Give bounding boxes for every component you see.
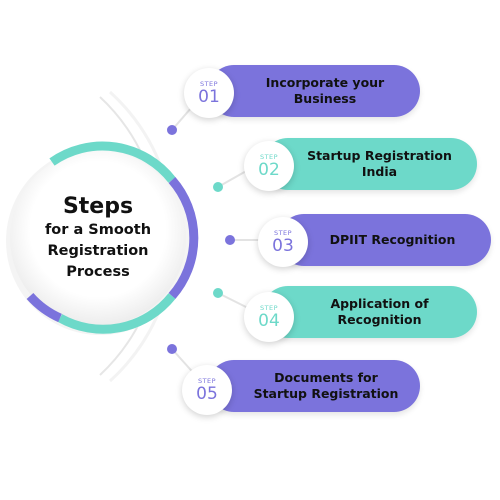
- step-03-badge: STEP 03: [258, 217, 308, 267]
- step-01-number: 01: [198, 87, 220, 107]
- step-03-label: DPIIT Recognition: [329, 232, 456, 247]
- step-01-pill: Incorporate your Business: [208, 65, 420, 117]
- step-03-word: STEP: [273, 229, 293, 237]
- connector-step-02: [217, 169, 249, 188]
- step-01-badge: STEP 01: [184, 68, 234, 118]
- connector-step-04: [217, 292, 249, 309]
- step-04-word: STEP: [259, 304, 279, 312]
- title-line-3: Registration: [47, 243, 149, 259]
- step-02-label: Startup Registration India: [307, 148, 452, 179]
- step-01-label: Incorporate your Business: [265, 75, 385, 106]
- ring-segment-teal-bottom: [57, 293, 176, 334]
- title-line-4: Process: [66, 264, 130, 280]
- ring-segment-purple-right: [168, 177, 199, 299]
- step-02-word: STEP: [259, 153, 279, 161]
- arc-dot-5: [167, 344, 177, 354]
- step-05-label: Documents for Startup Registration: [253, 370, 399, 401]
- arc-dot-1: [167, 125, 177, 135]
- step-04-label: Application of Recognition: [330, 296, 429, 327]
- arc-dot-3: [225, 235, 235, 245]
- step-02-pill: Startup Registration India: [262, 138, 477, 190]
- step-01-word: STEP: [199, 80, 219, 88]
- step-03-number: 03: [272, 236, 294, 256]
- arc-dot-2: [213, 182, 223, 192]
- step-05-number: 05: [196, 384, 218, 404]
- step-02-badge: STEP 02: [244, 141, 294, 191]
- title-line-2: for a Smooth: [44, 222, 152, 238]
- center-title: Steps for a Smooth Registration Process: [10, 150, 186, 326]
- step-05-word: STEP: [197, 377, 217, 385]
- ring-segment-teal-top: [49, 141, 176, 183]
- center-disc: [10, 150, 186, 326]
- step-02-number: 02: [258, 160, 280, 180]
- step-04-badge: STEP 04: [244, 292, 294, 342]
- title-line-1: Steps: [62, 194, 134, 219]
- ring-segment-purple-bottom: [26, 292, 62, 323]
- arc-dot-4: [213, 288, 223, 298]
- step-04-number: 04: [258, 311, 280, 331]
- step-03-pill: DPIIT Recognition: [278, 214, 491, 266]
- step-05-pill: Documents for Startup Registration: [208, 360, 420, 412]
- step-04-pill: Application of Recognition: [262, 286, 477, 338]
- step-05-badge: STEP 05: [182, 365, 232, 415]
